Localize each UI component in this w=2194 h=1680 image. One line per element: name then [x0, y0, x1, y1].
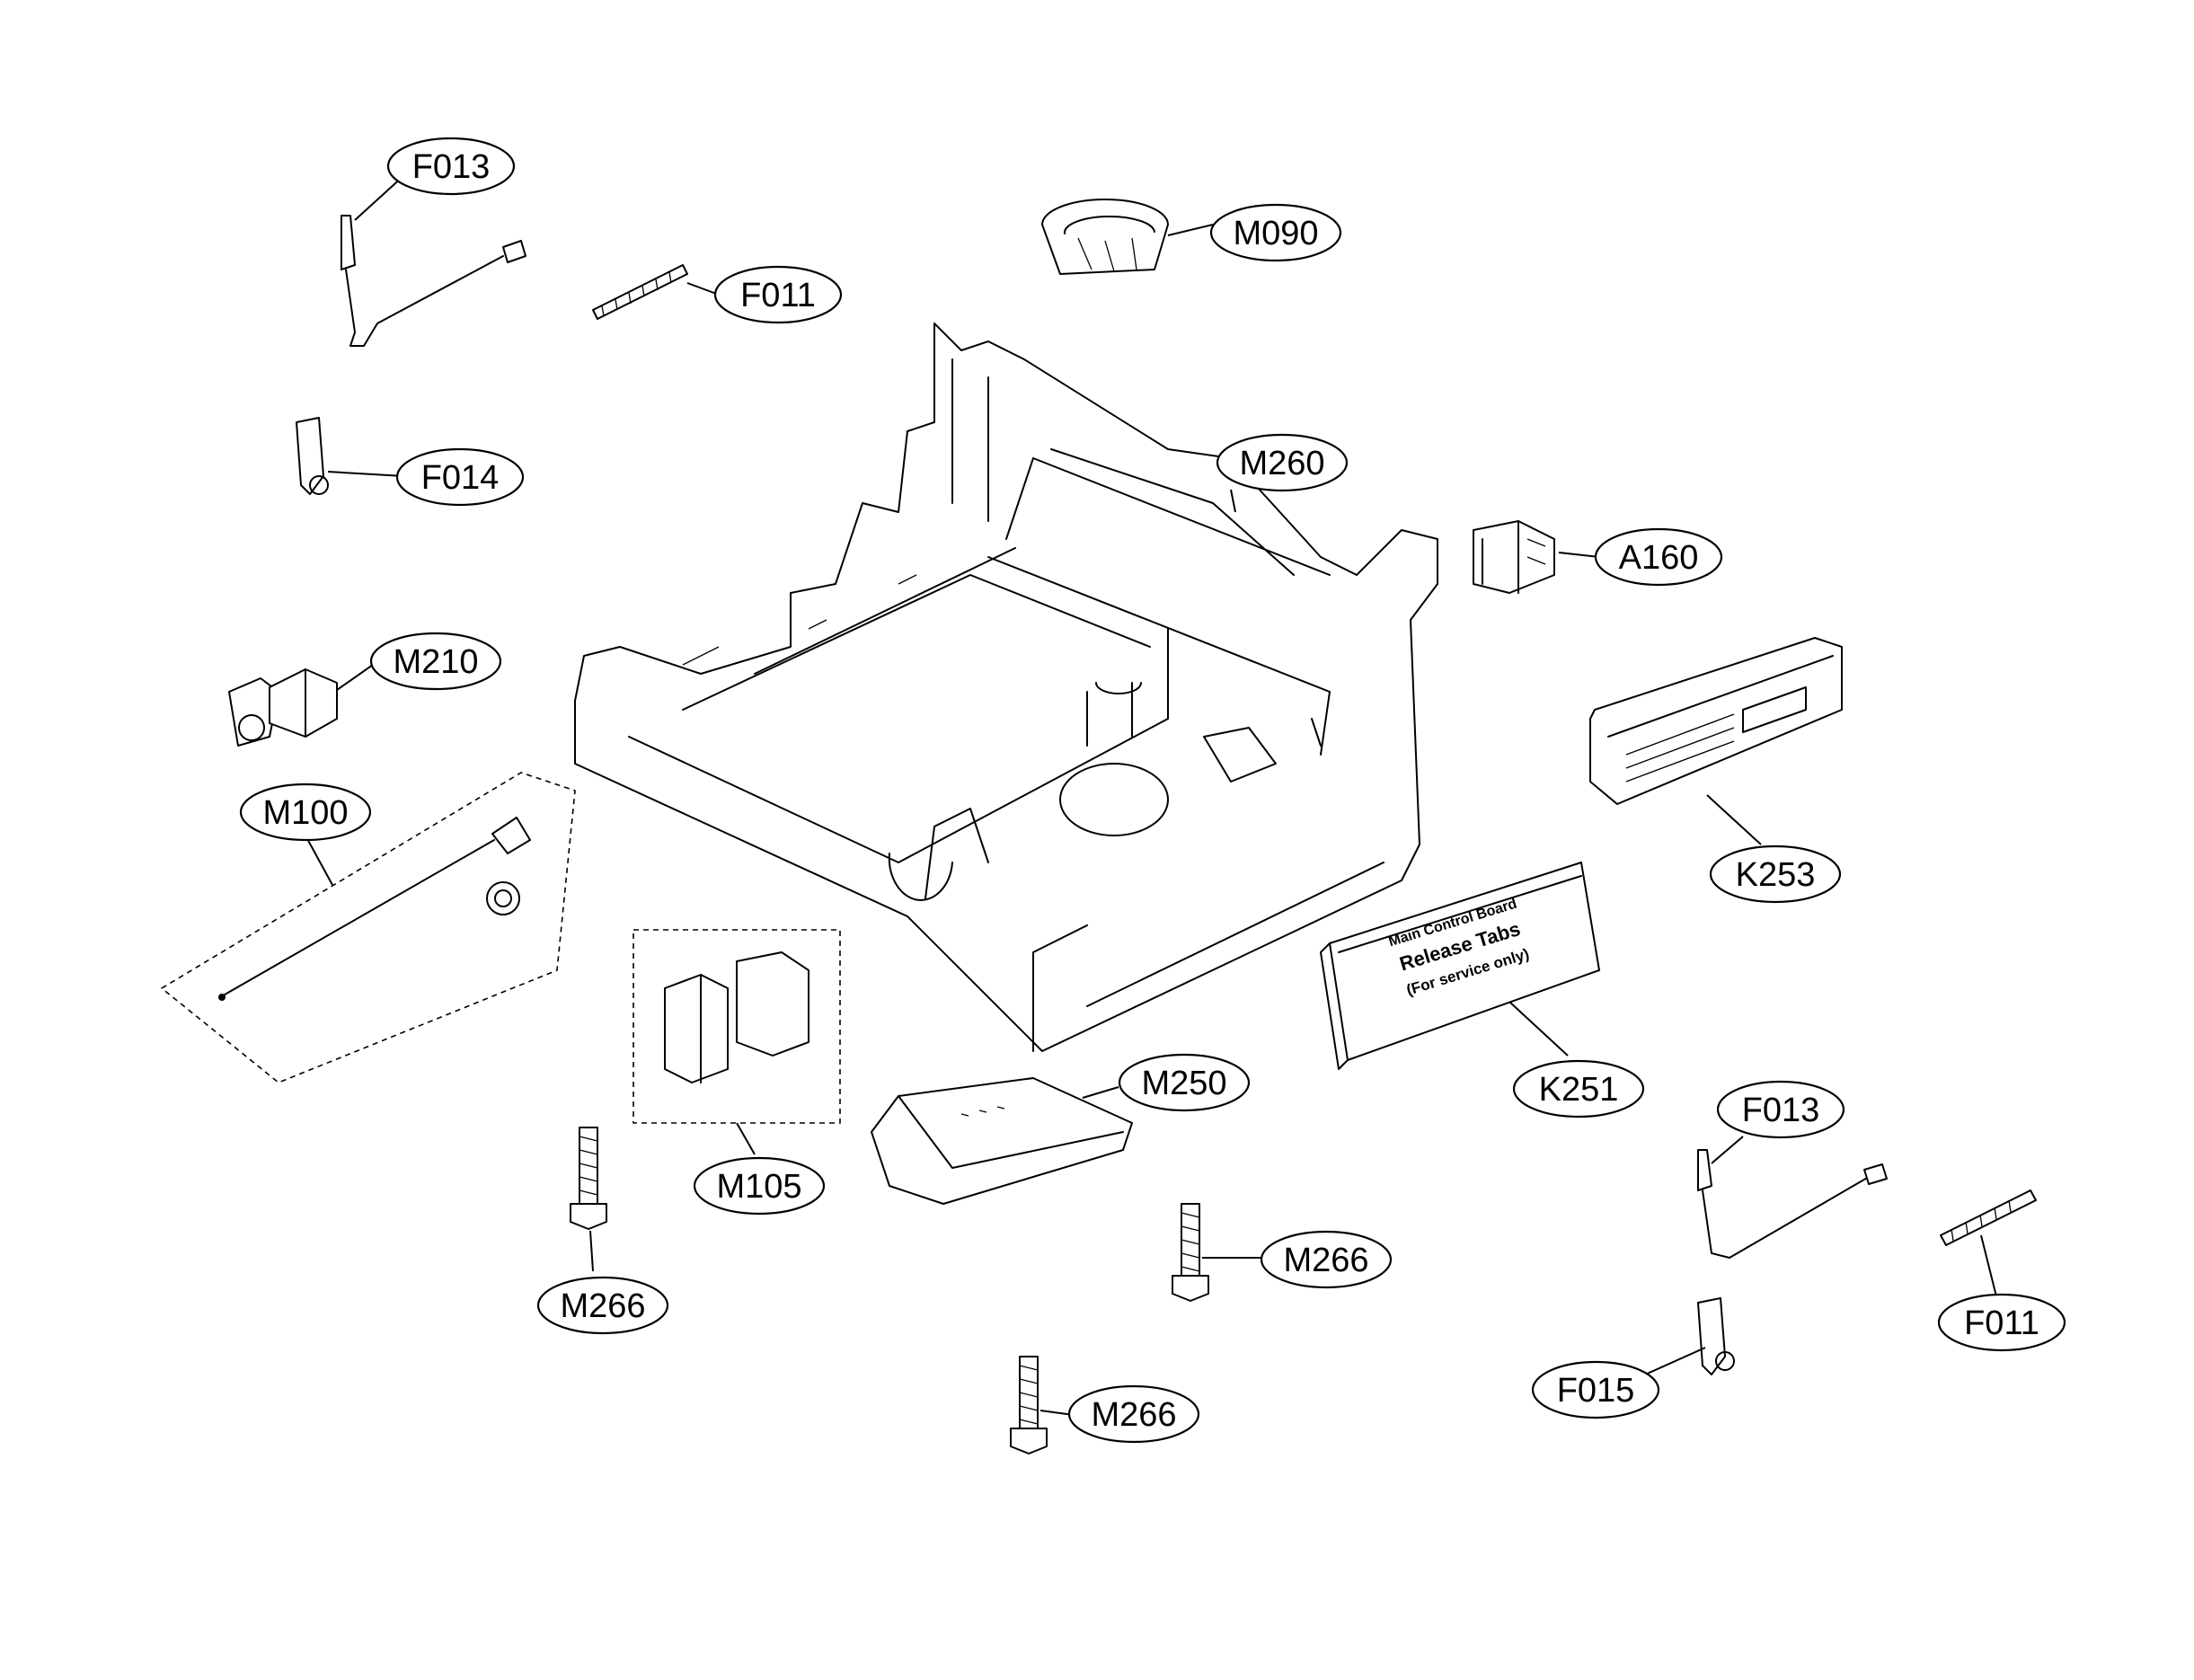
callout-f014: F014: [395, 447, 525, 507]
spring-part-f011-top: [592, 264, 688, 320]
callout-f013-right: F013: [1716, 1080, 1845, 1139]
callout-label: M210: [393, 643, 478, 681]
callout-label: F014: [421, 459, 500, 497]
clip-part-f015: [1697, 1297, 1735, 1375]
callout-m100: M100: [239, 783, 372, 842]
callout-label: M100: [262, 794, 348, 832]
callout-label: M090: [1233, 215, 1318, 252]
shaft-part-m100: [160, 772, 576, 1083]
callout-label: M266: [1283, 1242, 1368, 1279]
callout-f011-top: F011: [713, 265, 843, 324]
sensor-part-f013-right: [1697, 1149, 1888, 1259]
callout-m260: M260: [1216, 433, 1349, 492]
tray-part-m250: [871, 1077, 1133, 1205]
callout-m090: M090: [1209, 203, 1342, 262]
callout-label: F013: [412, 148, 491, 186]
callout-label: F015: [1557, 1372, 1635, 1410]
callout-m266-middle: M266: [1260, 1230, 1393, 1289]
panel-part-k253: [1589, 637, 1843, 805]
board-part-k251: Main Control Board Release Tabs (For ser…: [1320, 862, 1600, 1070]
bolt-part-m266-middle: [1172, 1203, 1209, 1302]
callout-m250: M250: [1118, 1053, 1251, 1112]
callout-label: M266: [1091, 1396, 1176, 1434]
callout-label: M266: [560, 1287, 645, 1325]
callout-m210: M210: [369, 632, 502, 691]
callout-label: A160: [1619, 539, 1699, 577]
bracket-part-a160: [1473, 520, 1555, 594]
callout-m266-bottom: M266: [1067, 1384, 1200, 1444]
callout-label: M260: [1239, 445, 1324, 482]
bolt-part-m266-left: [570, 1127, 607, 1230]
callout-label: K251: [1539, 1071, 1619, 1109]
base-tub-part-m260: [574, 323, 1438, 1052]
leader-lines: [305, 174, 2000, 1416]
callout-label: M105: [716, 1168, 801, 1206]
callout-label: M250: [1141, 1065, 1226, 1102]
callout-a160: A160: [1594, 527, 1723, 587]
callout-label: K253: [1736, 856, 1816, 894]
sensor-part-f013-top: [341, 215, 526, 347]
callout-label: F011: [740, 277, 816, 314]
callout-m105: M105: [693, 1156, 826, 1216]
bracket-part-m105: [633, 929, 841, 1124]
bolt-part-m266-bottom: [1010, 1356, 1048, 1455]
callout-label: F013: [1742, 1092, 1820, 1129]
valve-part-m210: [228, 668, 338, 747]
callout-k253: K253: [1709, 844, 1842, 904]
callout-f015: F015: [1531, 1360, 1660, 1419]
clip-part-f014: [296, 417, 329, 495]
spring-part-f011-right: [1940, 1189, 2037, 1246]
callout-f011-right: F011: [1937, 1293, 2066, 1352]
callout-m266-left: M266: [536, 1276, 669, 1335]
callout-label: F011: [1964, 1304, 2039, 1342]
callout-f013-top: F013: [386, 137, 516, 196]
cup-part-m090: [1041, 199, 1169, 275]
callout-k251: K251: [1512, 1059, 1645, 1119]
